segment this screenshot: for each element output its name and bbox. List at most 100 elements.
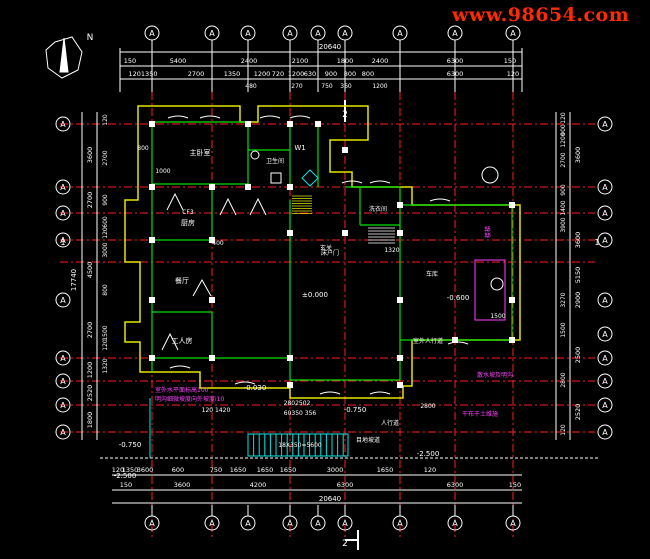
dim-top-row2: 720 xyxy=(272,70,284,78)
dim-1420: 120 1420 xyxy=(202,407,231,414)
right-axis-bubble xyxy=(597,292,613,308)
column xyxy=(149,237,155,243)
dim-right-inner: 120 xyxy=(560,424,567,436)
window-mark xyxy=(234,381,256,385)
dim-right-inner: 3900 xyxy=(560,217,567,232)
left-axis-bubble xyxy=(55,350,71,366)
dim-bottom-row1: 750 xyxy=(210,466,222,474)
dim-630: 60350 356 xyxy=(284,410,317,417)
dim-top-row2: 1350 xyxy=(224,70,241,78)
axis-bubble-label: A xyxy=(287,519,293,528)
dim-top-row2: 800 xyxy=(344,70,356,78)
note-1: 室外水平面标高100 xyxy=(155,386,209,394)
column xyxy=(287,121,293,127)
axis-bubble-label: A xyxy=(452,519,458,528)
dim-top-row1: 2400 xyxy=(372,57,389,65)
right-axis-bubble xyxy=(597,326,613,342)
dim-right-inner: 1200 xyxy=(560,132,567,147)
dim-bottom-row2: 6300 xyxy=(337,481,354,489)
room-bathroom: 卫生间 xyxy=(266,157,284,165)
label-ramp: 干布干土维施 xyxy=(462,410,498,418)
window-mark xyxy=(341,180,363,184)
dim-1500: 1500 xyxy=(490,313,505,320)
dim-top-row3: 270 xyxy=(291,83,303,90)
axis-bubble-label: A xyxy=(245,519,251,528)
room-entrance: 玄关 xyxy=(320,244,332,252)
right-axis-bubble xyxy=(597,205,613,221)
window-mark xyxy=(447,341,469,345)
dim-left-inner: 1320 xyxy=(102,358,109,373)
dim-top-row1: 150 xyxy=(504,57,516,65)
dim-top-row3: 750 xyxy=(321,83,333,90)
axis-bubble-label: A xyxy=(60,296,66,305)
level-030: -0.030 xyxy=(244,384,267,392)
dim-right-inner: 3270 xyxy=(560,292,567,307)
door-swing xyxy=(161,332,179,351)
dim-left-inner: 900 xyxy=(102,194,109,206)
dim-top-row2: 630 xyxy=(304,70,316,78)
axis-bubble-label: A xyxy=(60,377,66,386)
column xyxy=(209,297,215,303)
dim-top-row2: 900 xyxy=(325,70,337,78)
dim-bottom-row1: 3600 xyxy=(137,466,154,474)
dim-1000: 1000 xyxy=(155,168,170,175)
room-garage: 车库 xyxy=(426,270,438,278)
axis-bubble-label: A xyxy=(602,209,608,218)
dim-left-outer: 2700 xyxy=(86,322,94,339)
label-apron: 散水坡及明沟 xyxy=(477,371,513,379)
level-075: -0.750 xyxy=(344,406,367,414)
level-060: -0.600 xyxy=(447,294,470,302)
dim-left-inner: 600 xyxy=(102,216,109,228)
right-axis-bubble xyxy=(597,424,613,440)
column xyxy=(149,297,155,303)
label-steps: 18X350=5600 xyxy=(278,442,322,449)
axis-bubble-label: A xyxy=(342,519,348,528)
right-axis-bubble xyxy=(597,232,613,248)
axis-bubble-label: A xyxy=(60,354,66,363)
dim-800: 800 xyxy=(137,145,149,152)
axis-bubble-label: A xyxy=(602,354,608,363)
axis-bubble-label: A xyxy=(602,401,608,410)
dim-bottom-row1: 1650 xyxy=(230,466,247,474)
dim-left-inner: 120 xyxy=(102,339,109,351)
axis-bubble-label: A xyxy=(287,29,293,38)
left-axis-bubble xyxy=(55,232,71,248)
dim-left-outer: 2700 xyxy=(86,192,94,209)
note-2: 明沟细微坡度向外坡度i10 xyxy=(155,395,224,403)
dim-right-inner: 2700 xyxy=(560,152,567,167)
axis-bubble-label: A xyxy=(602,428,608,437)
axis-bubble-label: A xyxy=(452,29,458,38)
column xyxy=(245,184,251,190)
dim-top-row3: 480 xyxy=(245,83,257,90)
dim-bottom-row2: 150 xyxy=(509,481,521,489)
right-axis-bubble xyxy=(597,116,613,132)
dim-bottom-row1: 1650 xyxy=(280,466,297,474)
left-axis-bubble xyxy=(55,292,71,308)
axis-bubble-label: A xyxy=(315,29,321,38)
column xyxy=(287,355,293,361)
axis-bubble-label: A xyxy=(245,29,251,38)
north-label: N xyxy=(87,33,94,43)
axis-bubble-label: A xyxy=(209,519,215,528)
axis-bubble-label: A xyxy=(602,330,608,339)
dim-left-inner: 2700 xyxy=(102,150,109,165)
room-laundry: 洗衣间 xyxy=(369,205,387,213)
dim-top-row1: 2100 xyxy=(292,57,309,65)
label-people-path: 人行道 xyxy=(381,419,399,427)
dim-bottom-row1: 120 xyxy=(112,466,124,474)
column xyxy=(209,184,215,190)
axis-bubble-label: A xyxy=(602,120,608,129)
door-swing xyxy=(192,278,212,297)
dim-bottom-row2: 150 xyxy=(120,481,132,489)
right-axis-bubble xyxy=(597,373,613,389)
dim-right-inner: 900 xyxy=(560,124,567,136)
room-servant: 工人房 xyxy=(172,336,193,345)
axis-bubble-label: A xyxy=(60,236,66,245)
dim-right-inner: 2800 xyxy=(560,372,567,387)
column xyxy=(342,230,348,236)
column xyxy=(397,202,403,208)
column xyxy=(149,355,155,361)
dim-top-row1: 5400 xyxy=(170,57,187,65)
column xyxy=(452,337,458,343)
dim-1320: 1320 xyxy=(384,247,399,254)
